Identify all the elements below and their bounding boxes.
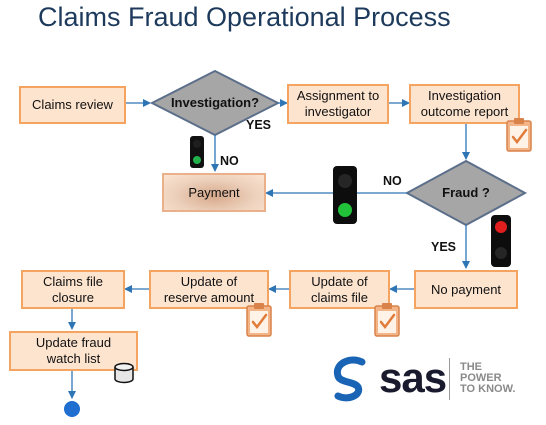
logo-divider — [449, 358, 450, 400]
fraud-label: Fraud ? — [442, 185, 490, 200]
outcome-label-line1: Investigation — [428, 88, 501, 103]
traffic-light-green-icon — [190, 136, 204, 168]
closure-label-line1: Claims file — [43, 273, 103, 289]
claims-review-label: Claims review — [32, 97, 113, 112]
tagline-line3: TO KNOW. — [460, 383, 516, 395]
investigation-yes-label: YES — [246, 118, 272, 132]
tagline-line2: POWER — [460, 372, 502, 384]
end-node-icon — [64, 401, 80, 417]
watch-list-label-line2: watch list — [46, 351, 101, 366]
no-payment-label: No payment — [430, 281, 502, 297]
clipboard-check-icon — [506, 118, 532, 152]
update-claims-label-line2: claims file — [310, 289, 369, 305]
clipboard-check-icon — [374, 303, 400, 337]
traffic-light-green-icon — [333, 166, 357, 224]
watch-list-label-line1: Update fraud — [35, 335, 112, 350]
claims-review-box: Claims review — [19, 86, 126, 124]
update-reserve-label-line2: reserve amount — [163, 289, 255, 305]
closure-label-line2: closure — [52, 289, 94, 305]
fraud-yes-label: YES — [431, 240, 457, 254]
assignment-label-line1: Assignment to — [296, 88, 380, 103]
database-icon — [114, 362, 134, 384]
fraud-no-label: NO — [383, 174, 402, 188]
page-title: Claims Fraud Operational Process — [38, 2, 451, 32]
sas-wordmark: sas — [379, 354, 447, 401]
investigation-label: Investigation? — [170, 95, 260, 110]
payment-box: Payment — [162, 173, 266, 212]
no-payment-box: No payment — [414, 270, 518, 309]
assignment-label-line2: investigator — [304, 104, 372, 119]
tagline-line1: THE — [460, 361, 482, 373]
traffic-light-red-icon — [491, 215, 511, 267]
update-reserve-label-line1: Update of — [180, 273, 238, 289]
outcome-label-line2: outcome report — [420, 104, 509, 119]
sas-swoosh-icon — [333, 356, 366, 402]
update-claims-label-line1: Update of — [311, 273, 368, 289]
sas-logo: sas THE POWER TO KNOW. — [328, 354, 538, 404]
clipboard-check-icon — [246, 303, 272, 337]
payment-label: Payment — [188, 184, 240, 200]
investigation-no-label: NO — [220, 154, 239, 168]
sas-tagline: THE POWER TO KNOW. — [460, 362, 515, 395]
